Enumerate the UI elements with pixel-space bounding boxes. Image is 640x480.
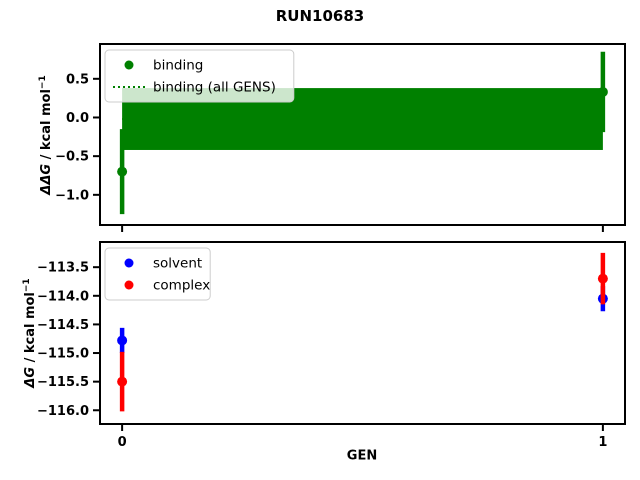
axes-frame [99,43,626,226]
y-tick-label: −1.0 [55,188,89,203]
y-tick-label: −0.5 [55,150,89,165]
dg-panel: −113.5 −114.0 −114.5 −115.0 −115.5 −116.0 0 1 so… [37,241,626,450]
legend-label: binding [153,58,203,74]
complex-point [597,273,608,284]
y-axis-label-dg: ΔG / kcal mol−1 [21,278,39,388]
y-tick-label: −115.5 [37,375,89,390]
y-tick-label: −116.0 [37,404,89,419]
x-axis-label: GEN [346,448,378,464]
axes-frame [99,241,626,425]
legend-dot-icon [124,258,134,268]
dg-panel-legend: solvent complex [104,247,211,301]
legend-dot-icon [124,60,134,70]
legend-label: complex [153,278,210,294]
binding-point [117,166,128,177]
y-tick-label: −113.5 [37,261,89,276]
legend-label: solvent [153,256,202,272]
y-axis-label-binding: ΔΔG / kcal mol−1 [37,74,55,195]
y-tick-label: −115.0 [37,347,89,362]
y-tick-label: 0.0 [66,111,89,126]
binding-panel-legend: binding binding (all GENS) [104,49,295,103]
y-tick-label: −114.0 [37,289,89,304]
legend-label: binding (all GENS) [153,80,276,96]
solvent-point [117,335,128,346]
legend-dot-icon [124,280,134,290]
x-tick-label: 1 [598,435,607,450]
chart-title: RUN10683 [275,7,365,25]
y-tick-label: 0.5 [66,72,89,87]
legend-box [104,49,295,103]
x-tick-label: 0 [118,435,127,450]
y-tick-label: −114.5 [37,318,89,333]
complex-point [117,376,128,387]
binding-panel: 0.5 0.0 −0.5 −1.0 binding binding (all GENS) [55,43,626,232]
